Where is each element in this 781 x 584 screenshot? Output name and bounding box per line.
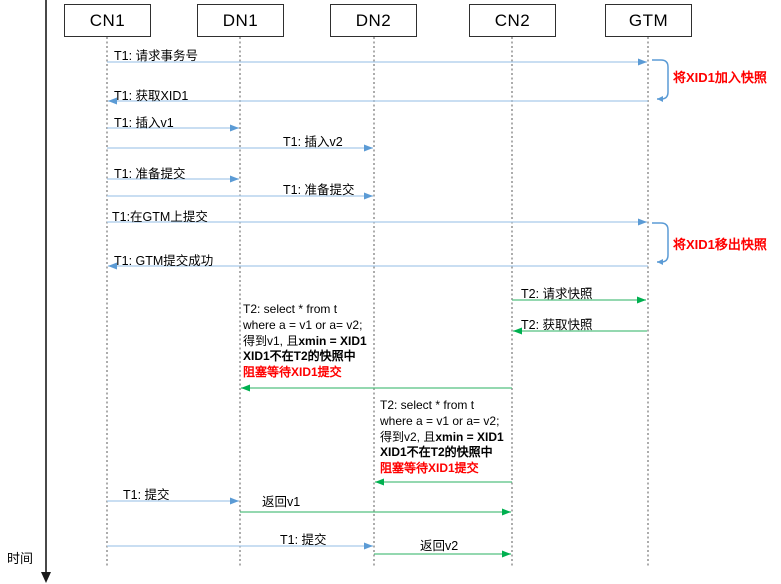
message-label: T1: 插入v1 bbox=[114, 116, 174, 130]
note-dn2-select-blocked: T2: select * from t where a = v1 or a= v… bbox=[380, 398, 512, 477]
actor-dn1: DN1 bbox=[197, 4, 284, 37]
message-label: 返回v2 bbox=[420, 539, 459, 553]
note-line-blocked-waiting: 阻塞等待XID1提交 bbox=[380, 461, 479, 476]
message-label: T1: 获取XID1 bbox=[114, 89, 189, 103]
bracket-add-snapshot bbox=[652, 59, 669, 102]
note-line: 得到v1, 且xmin = XID1 bbox=[243, 333, 367, 348]
message-label: T1: 插入v2 bbox=[283, 135, 343, 149]
bracket-remove-snapshot bbox=[652, 222, 669, 265]
time-axis-label: 时间 bbox=[7, 551, 34, 566]
note-line: T2: select * from t bbox=[243, 302, 338, 316]
note-line: T2: select * from t bbox=[380, 398, 475, 412]
note-line: where a = v1 or a= v2; bbox=[243, 317, 363, 332]
message-label: T2: 获取快照 bbox=[521, 318, 593, 332]
message-label: T1: 提交 bbox=[123, 488, 170, 502]
note-line-blocked-waiting: 阻塞等待XID1提交 bbox=[243, 365, 342, 380]
time-axis bbox=[41, 0, 51, 583]
note-line: XID1不在T2的快照中 bbox=[243, 349, 356, 364]
message-label: T1: GTM提交成功 bbox=[114, 254, 214, 268]
actor-cn1: CN1 bbox=[64, 4, 151, 37]
annotation-remove-xid1-from-snapshot: 将XID1移出快照 bbox=[673, 237, 767, 252]
note-dn1-select-blocked: T2: select * from t where a = v1 or a= v… bbox=[243, 302, 375, 381]
message-label: T1: 准备提交 bbox=[114, 167, 186, 181]
actor-gtm: GTM bbox=[605, 4, 692, 37]
message-label: T1: 准备提交 bbox=[283, 183, 355, 197]
gtm-brackets bbox=[652, 59, 669, 265]
lifelines bbox=[106, 37, 649, 567]
message-label: T2: 请求快照 bbox=[521, 287, 593, 301]
message-label: 返回v1 bbox=[262, 495, 301, 509]
note-line: where a = v1 or a= v2; bbox=[380, 413, 500, 428]
note-line: XID1不在T2的快照中 bbox=[380, 445, 493, 460]
message-label: T1: 提交 bbox=[280, 533, 327, 547]
actor-cn2: CN2 bbox=[469, 4, 556, 37]
note-line: 得到v2, 且xmin = XID1 bbox=[380, 429, 504, 444]
actor-dn2: DN2 bbox=[330, 4, 417, 37]
message-label: T1: 请求事务号 bbox=[114, 49, 199, 63]
green-message-arrows bbox=[240, 296, 647, 558]
annotation-add-xid1-to-snapshot: 将XID1加入快照 bbox=[673, 70, 767, 85]
blue-message-arrows bbox=[107, 58, 648, 550]
message-label: T1:在GTM上提交 bbox=[112, 210, 208, 224]
